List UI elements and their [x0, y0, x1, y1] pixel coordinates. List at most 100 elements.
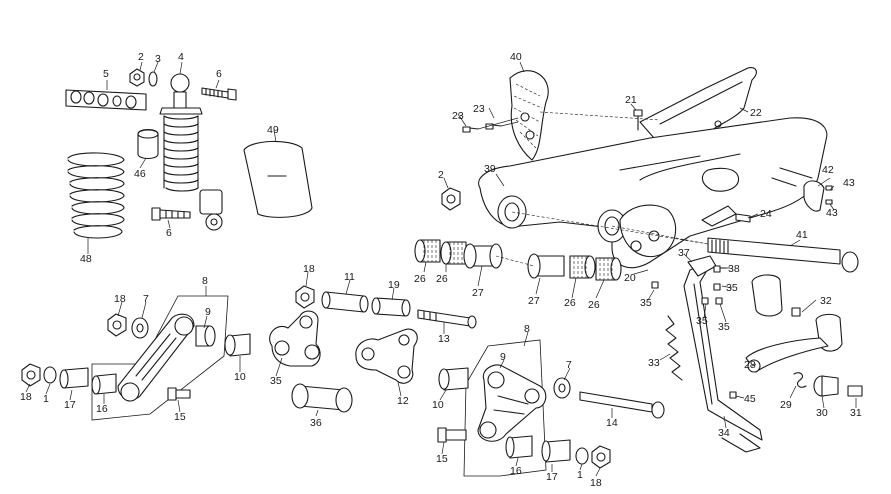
bushing-part-9-left [195, 325, 216, 347]
axle-part-41 [707, 237, 859, 273]
callout-6: 6 [166, 227, 172, 239]
callout-45: 45 [744, 393, 756, 405]
callout-22: 22 [750, 107, 762, 119]
swingarm-part-39 [478, 117, 828, 269]
bolt-part-31 [847, 385, 863, 397]
callout-11: 11 [344, 271, 355, 283]
rod-right-part-8 [477, 364, 547, 442]
bushing-part-17-left [59, 367, 89, 389]
callout-5: 5 [103, 68, 109, 80]
nut-part-18-top-left [107, 313, 127, 337]
callout-3: 3 [155, 53, 161, 65]
callout-9: 9 [500, 351, 506, 363]
washer-part-1-left [43, 366, 57, 384]
callout-13: 13 [438, 333, 450, 345]
callout-26: 26 [436, 273, 448, 285]
callout-35: 35 [718, 321, 730, 333]
bump-stop-part-46 [137, 128, 159, 160]
callout-41: 41 [796, 229, 808, 241]
callout-16: 16 [96, 403, 108, 415]
screws-part-43 [825, 185, 833, 205]
callout-9: 9 [205, 306, 211, 318]
washer-part-7-right [553, 377, 571, 399]
bearing-set-left [414, 239, 503, 269]
callout-26: 26 [414, 273, 426, 285]
callout-7: 7 [143, 293, 149, 305]
washer-part-1-right [575, 447, 589, 465]
screw-part-38 [713, 265, 727, 273]
callout-48: 48 [80, 253, 92, 265]
bushing-part-16-right [505, 435, 533, 459]
nut-part-2-top [129, 68, 145, 87]
callout-17: 17 [546, 471, 558, 483]
pin-part-13 [417, 309, 477, 329]
nut-part-18-bottom-left [21, 363, 41, 387]
callout-37: 37 [678, 247, 690, 259]
callout-26: 26 [564, 297, 576, 309]
link-part-12 [355, 328, 418, 384]
chain-guard-part-40 [509, 70, 549, 161]
callout-15: 15 [436, 453, 448, 465]
bearing-set-right [527, 253, 622, 281]
bushing-part-16-left [91, 373, 117, 395]
callout-24: 24 [760, 208, 772, 220]
callout-18: 18 [590, 477, 602, 489]
callout-36: 36 [310, 417, 322, 429]
callout-46: 46 [134, 168, 146, 180]
bolt-part-15-right [437, 427, 467, 443]
callout-32: 32 [820, 295, 832, 307]
bushing-part-36 [291, 383, 353, 413]
callout-27: 27 [528, 295, 540, 307]
spring-part-33 [665, 315, 683, 381]
callout-20: 20 [624, 272, 636, 284]
callout-8: 8 [524, 323, 530, 335]
callout-2: 2 [438, 169, 444, 181]
sleeve-part-19 [371, 297, 411, 317]
callout-39: 39 [484, 163, 496, 175]
screw-part-21 [633, 109, 643, 131]
callout-8: 8 [202, 275, 208, 287]
callout-21: 21 [625, 94, 637, 106]
screws-part-23 [462, 117, 519, 133]
callout-34: 34 [718, 427, 730, 439]
callout-17: 17 [64, 399, 76, 411]
callout-2: 2 [138, 51, 144, 63]
washer-part-7-left [131, 317, 149, 339]
bracket-part-24 [701, 205, 751, 227]
sleeve-part-11 [321, 291, 369, 313]
bolt-part-15-left [167, 387, 191, 401]
callout-35: 35 [270, 375, 282, 387]
bushing-part-10-left [224, 333, 251, 357]
callout-43: 43 [826, 207, 838, 219]
callout-31: 31 [850, 407, 862, 419]
seal-kit-part-5 [65, 89, 147, 111]
bolt-part-6-bottom [151, 207, 191, 221]
callout-40: 40 [510, 51, 522, 63]
callout-6: 6 [216, 68, 222, 80]
callout-29: 29 [780, 399, 792, 411]
callout-28: 28 [744, 359, 756, 371]
washer-part-3 [148, 71, 158, 87]
callout-35: 35 [726, 282, 738, 294]
callout-30: 30 [816, 407, 828, 419]
pedal-part-28 [745, 337, 829, 373]
rod-left-part-8 [117, 313, 195, 402]
callout-35: 35 [640, 297, 652, 309]
callout-26: 26 [588, 299, 600, 311]
callout-19: 19 [388, 279, 400, 291]
callout-1: 1 [577, 469, 583, 481]
callout-labels: 5 2 3 4 6 49 46 6 48 40 21 22 23 23 39 2… [20, 51, 862, 489]
callout-18: 18 [303, 263, 315, 275]
callout-38: 38 [728, 263, 740, 275]
callout-10: 10 [234, 371, 246, 383]
rocker-part-35 [269, 310, 321, 367]
callout-18: 18 [114, 293, 126, 305]
spring-part-48 [67, 152, 125, 239]
callout-10: 10 [432, 399, 444, 411]
callout-27: 27 [472, 287, 484, 299]
callout-4: 4 [178, 51, 184, 63]
callout-14: 14 [606, 417, 618, 429]
callout-16: 16 [510, 465, 522, 477]
chain-slider-part-22 [639, 67, 757, 139]
